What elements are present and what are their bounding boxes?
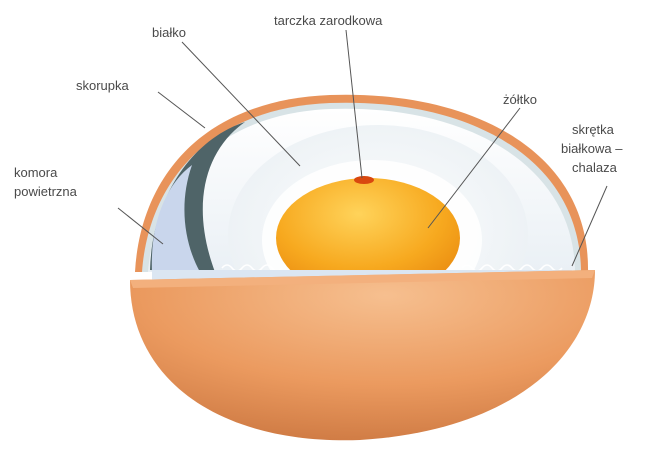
egg-shell-lower xyxy=(130,270,595,440)
label-komora-line1: komora xyxy=(14,165,58,180)
label-skorupka: skorupka xyxy=(76,78,130,93)
leader-skorupka xyxy=(158,92,205,128)
label-chalaza-line1: skrętka xyxy=(572,122,615,137)
label-komora-line2: powietrzna xyxy=(14,184,78,199)
label-tarczka-zarodkowa: tarczka zarodkowa xyxy=(274,13,383,28)
label-chalaza-line2: białkowa – xyxy=(561,141,623,156)
germinal-disc xyxy=(354,176,374,184)
label-zoltko: żółtko xyxy=(503,92,537,107)
label-bialko: białko xyxy=(152,25,186,40)
label-chalaza-line3: chalaza xyxy=(572,160,618,175)
